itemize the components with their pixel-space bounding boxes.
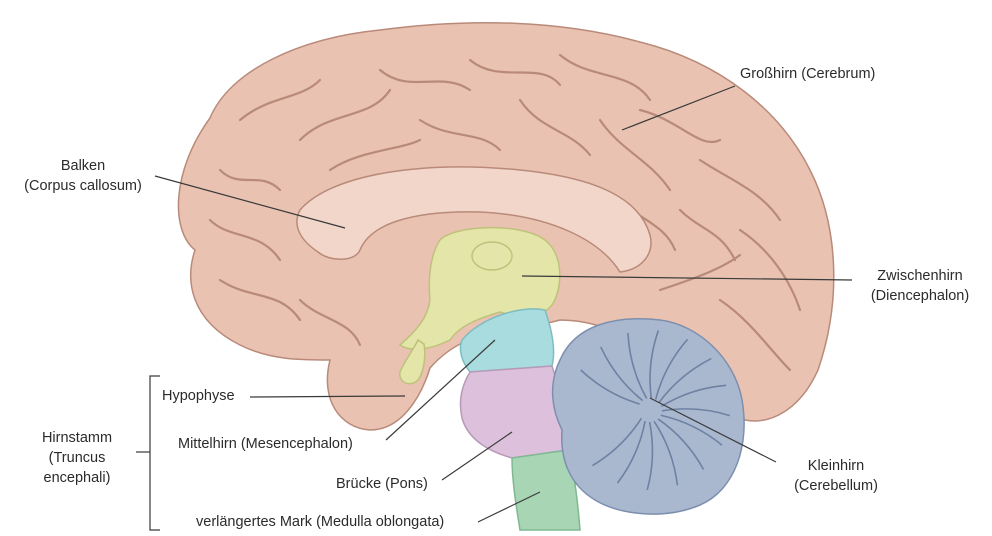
label-diencephalon-line2: (Diencephalon) [858, 286, 982, 306]
label-brainstem: Hirnstamm (Truncus encephali) [22, 428, 132, 488]
pons-shape [460, 366, 568, 458]
label-corpus-callosum: Balken (Corpus callosum) [12, 156, 154, 196]
label-corpus-callosum-line1: Balken [12, 156, 154, 176]
thalamus-shape [472, 242, 512, 270]
label-brainstem-line1: Hirnstamm [22, 428, 132, 448]
label-cerebellum-line2: (Cerebellum) [776, 476, 896, 496]
label-brainstem-line3: encephali) [22, 468, 132, 488]
label-cerebellum-line1: Kleinhirn [776, 456, 896, 476]
cerebellum-shape [553, 319, 745, 514]
label-medulla-line1: verlängertes Mark (Medulla oblongata) [196, 512, 444, 532]
label-cerebellum: Kleinhirn (Cerebellum) [776, 456, 896, 496]
label-medulla: verlängertes Mark (Medulla oblongata) [196, 512, 444, 532]
label-hypophysis-line1: Hypophyse [162, 386, 235, 406]
label-midbrain-line1: Mittelhirn (Mesencephalon) [178, 434, 353, 454]
label-diencephalon: Zwischenhirn (Diencephalon) [858, 266, 982, 306]
bracket-brainstem [150, 376, 160, 530]
label-midbrain: Mittelhirn (Mesencephalon) [178, 434, 353, 454]
label-brainstem-line2: (Truncus [22, 448, 132, 468]
label-pons-line1: Brücke (Pons) [336, 474, 428, 494]
label-corpus-callosum-line2: (Corpus callosum) [12, 176, 154, 196]
label-cerebrum: Großhirn (Cerebrum) [740, 64, 875, 84]
label-hypophysis: Hypophyse [162, 386, 235, 406]
label-pons: Brücke (Pons) [336, 474, 428, 494]
label-diencephalon-line1: Zwischenhirn [858, 266, 982, 286]
label-cerebrum-line1: Großhirn (Cerebrum) [740, 64, 875, 84]
